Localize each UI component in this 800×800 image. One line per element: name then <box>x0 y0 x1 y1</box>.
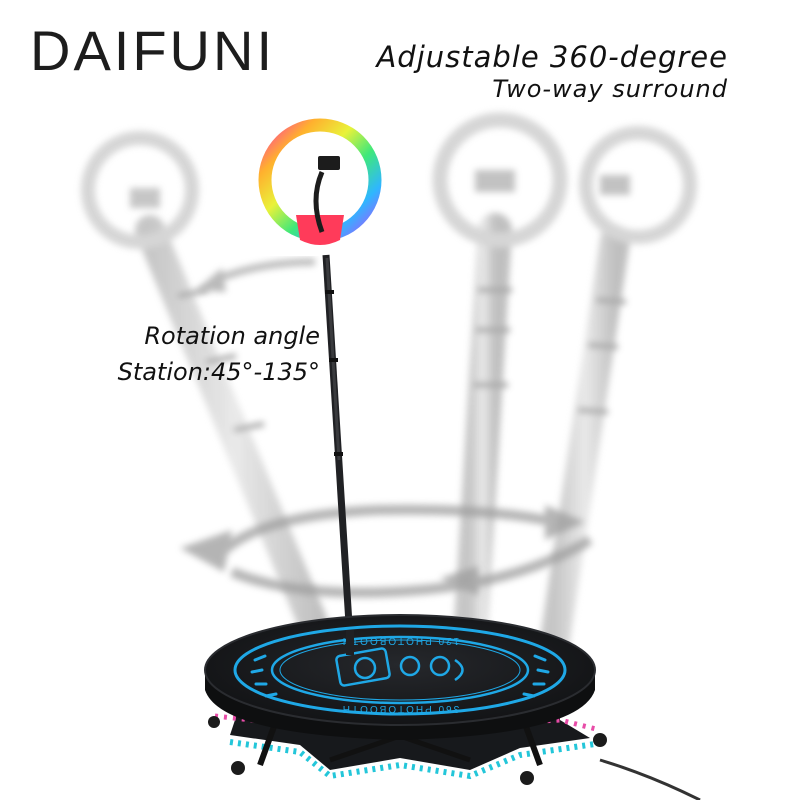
brand-logo: DAIFUNI <box>30 19 275 82</box>
platform-ring-text-bottom: 360 PHOTOBOOTH <box>341 703 459 714</box>
main-stand <box>322 254 354 641</box>
rotating-platform: 120 PHOTOBOOTH 360 PHOTOBOOTH <box>204 614 596 740</box>
surround-arrows-icon <box>180 504 593 598</box>
ghost-stand-left <box>81 131 335 655</box>
camera-logo-icon <box>335 647 464 687</box>
ring-light-icon <box>258 118 382 245</box>
headline: Adjustable 360-degree Two-way surround <box>376 40 728 104</box>
ghost-stand-right <box>540 126 697 655</box>
platform-ring-text-top: 120 PHOTOBOOTH <box>341 635 459 646</box>
headline-line-1: Adjustable 360-degree <box>376 40 728 74</box>
rotation-caption: Rotation angle Station:45°-135° <box>82 318 320 390</box>
rotation-arrow-icon <box>196 258 316 292</box>
rotation-caption-line-1: Rotation angle <box>144 322 320 350</box>
headline-line-2: Two-way surround <box>492 75 728 103</box>
rotation-caption-line-2: Station:45°-135° <box>117 358 320 386</box>
